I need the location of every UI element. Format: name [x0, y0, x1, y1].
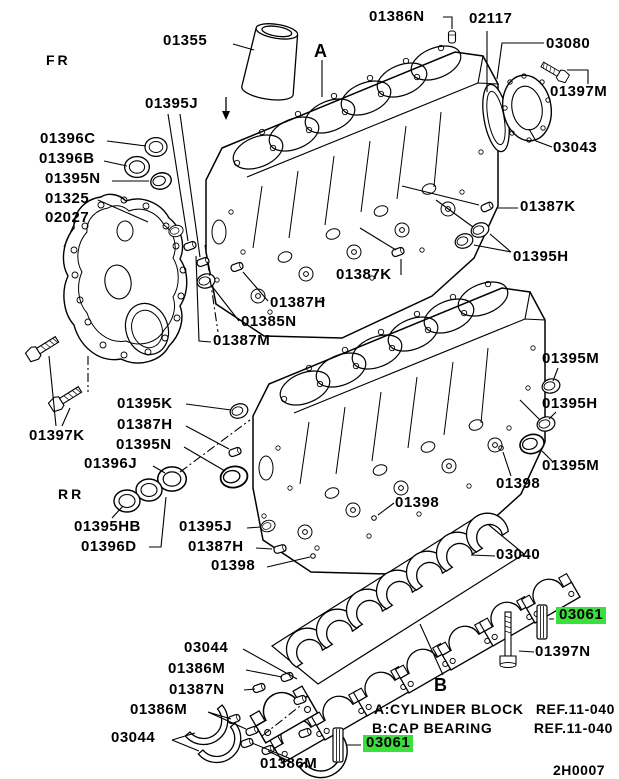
part-label-01395n-2: 01395N [116, 436, 172, 453]
part-label-02027: 02027 [45, 209, 90, 226]
part-label-03040: 03040 [496, 546, 541, 563]
part-label-03044-2: 03044 [111, 729, 156, 746]
part-label-03080: 03080 [546, 35, 591, 52]
part-label-01396j: 01396J [84, 455, 138, 472]
part-label-01398-3: 01398 [395, 494, 440, 511]
part-label-01397m: 01397M [550, 83, 608, 100]
cylinder-block-upper [205, 38, 499, 339]
part-label-01325: 01325 [45, 190, 90, 207]
part-label-03044: 03044 [184, 639, 229, 656]
part-label-01397k: 01397K [29, 427, 85, 444]
rear-seal-case [482, 73, 553, 153]
leader-lines [48, 16, 589, 763]
legend-row-b: B:CAP BEARING REF.11-040 [372, 720, 613, 736]
cylinder-liner [241, 23, 299, 101]
part-label-01395j: 01395J [145, 95, 199, 112]
part-label-01387h: 01387H [270, 294, 326, 311]
part-label-01395m: 01395M [542, 350, 600, 367]
part-label-01386n: 01386N [369, 8, 425, 25]
view-label-b: B [434, 675, 447, 695]
orientation-label-front: FR [46, 52, 71, 68]
part-label-01387h-2: 01387H [117, 416, 173, 433]
part-label-01395m-2: 01395M [542, 457, 600, 474]
small-parts [23, 30, 571, 763]
view-label-a: A [314, 41, 327, 61]
bearing-shell-strip [270, 504, 526, 685]
part-label-01385n: 01385N [241, 313, 297, 330]
part-label-01395hb: 01395HB [74, 518, 141, 535]
part-label-01398: 01398 [211, 557, 256, 574]
legend-b-ref: REF.11-040 [533, 720, 613, 736]
legend-a-ref: REF.11-040 [535, 701, 615, 717]
part-label-03061-highlighted[interactable]: 03061 [556, 607, 607, 624]
part-label-01387k: 01387K [520, 198, 576, 215]
orientation-label-rear: RR [58, 486, 85, 502]
part-label-01387k-2: 01387K [336, 266, 392, 283]
part-label-01395j-2: 01395J [179, 518, 233, 535]
drawing-number: 2H0007 [553, 762, 606, 778]
part-label-01395n: 01395N [45, 170, 101, 187]
end-plate-gasket [62, 193, 188, 364]
part-label-01395h: 01395H [513, 248, 569, 265]
part-label-02117: 02117 [469, 10, 513, 27]
legend-b-label: B:CAP BEARING [372, 720, 493, 736]
part-label-01395h-2: 01395H [542, 395, 598, 412]
liner-insert-arrow-icon [222, 97, 230, 120]
part-label-01398-2: 01398 [496, 475, 541, 492]
part-label-01355: 01355 [163, 32, 208, 49]
part-label-01395k: 01395K [117, 395, 173, 412]
part-label-01396c: 01396C [40, 130, 96, 147]
part-label-01386m-2: 01386M [130, 701, 188, 718]
part-label-03043: 03043 [553, 139, 598, 156]
part-label-01387h-3: 01387H [188, 538, 244, 555]
part-label-01387n: 01387N [169, 681, 225, 698]
part-label-01386m: 01386M [168, 660, 226, 677]
part-label-01396b: 01396B [39, 150, 95, 167]
legend-row-a: A:CYLINDER BLOCK REF.11-040 [374, 701, 615, 717]
part-label-03061-highlighted-2[interactable]: 03061 [363, 735, 414, 752]
part-label-01396d: 01396D [81, 538, 137, 555]
legend-a-label: A:CYLINDER BLOCK [374, 701, 524, 717]
part-label-01386m-3: 01386M [260, 755, 318, 772]
part-label-01397n: 01397N [535, 643, 591, 660]
part-label-01387m: 01387M [213, 332, 271, 349]
